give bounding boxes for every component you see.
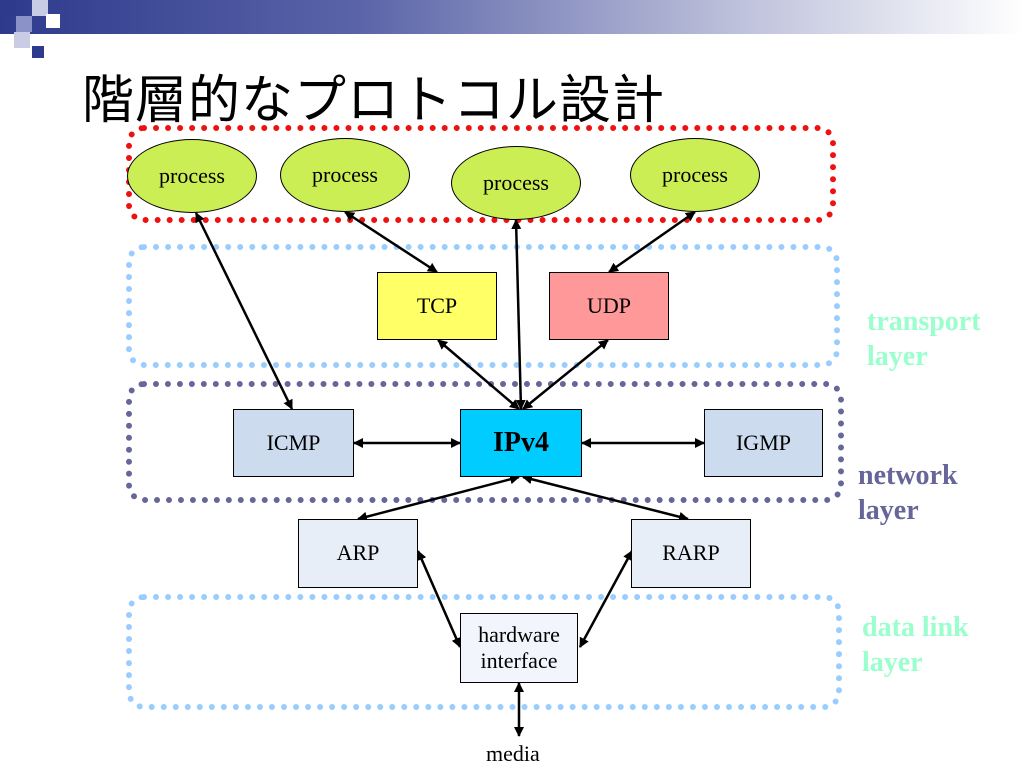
process-node: process: [451, 146, 581, 220]
arrow-rarp-hardware: [578, 550, 634, 648]
arrow-process-tcp: [344, 210, 438, 274]
arrow-process-udp: [608, 210, 696, 274]
header-gradient-bar: [0, 0, 1024, 34]
udp-box: UDP: [549, 272, 669, 340]
arrow-arp-hardware: [416, 550, 462, 648]
arrow-ipv4-arp: [357, 474, 520, 522]
corner-square-decoration: [46, 14, 60, 28]
rarp-box: RARP: [631, 519, 751, 588]
corner-square-decoration: [14, 32, 30, 48]
corner-square-decoration: [0, 0, 16, 16]
corner-square-decoration: [32, 46, 44, 58]
page-title: 階層的なプロトコル設計: [82, 71, 666, 131]
arrow-ipv4-rarp: [522, 474, 689, 522]
arp-box: ARP: [298, 519, 418, 588]
corner-square-decoration: [32, 0, 48, 16]
datalink-layer-label: data link layer: [862, 612, 969, 678]
arrow-process-ipv4: [511, 219, 526, 410]
tcp-box: TCP: [377, 272, 497, 340]
process-node: process: [127, 139, 257, 213]
datalink-layer-zone: [126, 594, 842, 710]
arrow-process-icmp: [194, 212, 294, 410]
ipv4-box: IPv4: [460, 409, 582, 477]
corner-square-decoration: [16, 16, 32, 32]
arrow-tcp-ipv4: [437, 339, 520, 410]
igmp-box: IGMP: [704, 409, 823, 477]
network-layer-label: network layer: [858, 460, 958, 526]
hardware-interface-box: hardware interface: [460, 613, 578, 683]
media-label: media: [486, 741, 540, 766]
process-node: process: [280, 138, 410, 212]
icmp-box: ICMP: [233, 409, 354, 477]
transport-layer-label: transport layer: [867, 306, 981, 372]
arrow-udp-ipv4: [522, 339, 609, 410]
process-node: process: [630, 138, 760, 212]
